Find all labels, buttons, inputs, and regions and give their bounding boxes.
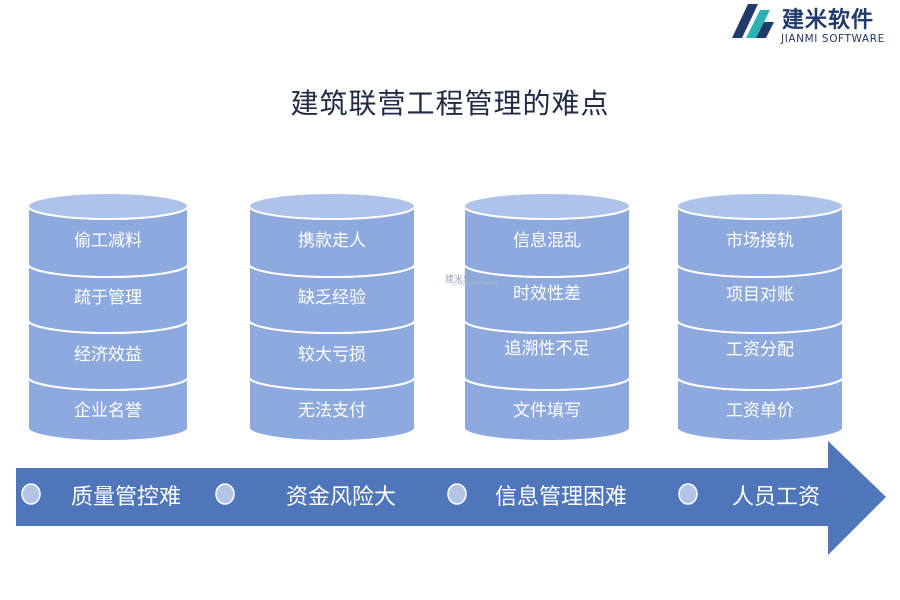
category-label: 资金风险大 (286, 485, 396, 510)
jianmi-logo-icon (732, 4, 774, 38)
drum-label: 疏于管理 (74, 288, 142, 308)
logo-subtitle: JIANMI SOFTWARE (781, 33, 885, 45)
drum-segment-top (463, 192, 631, 220)
watermark-name: 建米软件 (445, 275, 482, 285)
drum-segment-top (676, 192, 844, 220)
drum-label: 携款走人 (298, 231, 366, 251)
drum-segment-top (27, 192, 189, 220)
category-label: 人员工资 (732, 485, 820, 510)
drum-label: 缺乏经验 (298, 288, 366, 308)
arrow-dot (447, 483, 467, 505)
arrow-dot (678, 483, 698, 505)
drum-label: 信息混乱 (513, 231, 581, 251)
drum-label: 企业名誉 (74, 401, 142, 421)
arrow-dot (215, 483, 235, 505)
drum-label: 无法支付 (298, 401, 366, 421)
drum-label: 时效性差 (513, 284, 581, 304)
drum-label: 较大亏损 (298, 345, 366, 365)
category-label: 信息管理困难 (495, 485, 627, 510)
category-label: 质量管控难 (71, 485, 181, 510)
arrow-dot (21, 483, 41, 505)
drum-label: 市场接轨 (726, 231, 794, 251)
drum-label: 追溯性不足 (505, 339, 590, 359)
drum-segment-top (248, 192, 416, 220)
drum-label: 经济效益 (74, 345, 142, 365)
drum-label: 偷工减料 (74, 231, 142, 251)
watermark-subtitle: JIANMI SOFTWARE (453, 282, 499, 287)
drum-label: 工资单价 (726, 401, 794, 421)
drum-label: 项目对账 (726, 285, 794, 305)
drum-label: 工资分配 (726, 340, 794, 360)
drum-label: 文件填写 (513, 401, 581, 421)
page-title: 建筑联营工程管理的难点 (290, 87, 610, 120)
logo-name: 建米软件 (782, 8, 875, 33)
